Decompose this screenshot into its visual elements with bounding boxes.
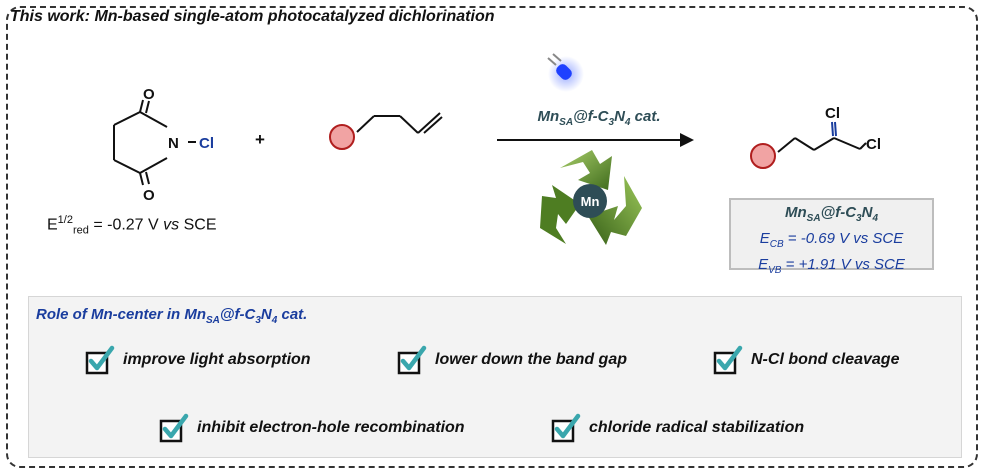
checkbox-checked-icon bbox=[713, 345, 743, 375]
blue-led-icon bbox=[547, 53, 584, 92]
role-panel: Role of Mn-center in MnSA@f-C3N4 cat. im… bbox=[28, 296, 962, 458]
substituent-ball-reactant bbox=[329, 124, 355, 150]
atom-n: N bbox=[168, 135, 179, 152]
plus-sign: + bbox=[255, 130, 265, 149]
atom-cl-ncs: Cl bbox=[199, 135, 214, 152]
dichloride-product bbox=[777, 121, 867, 153]
atom-o-bottom: O bbox=[143, 187, 155, 204]
role-item-label: N-Cl bond cleavage bbox=[751, 351, 900, 368]
catalyst-label: MnSA@f-C3N4 cat. bbox=[537, 108, 661, 128]
substituent-ball-product bbox=[750, 143, 776, 169]
role-item: lower down the band gap bbox=[397, 345, 627, 375]
scheme-title: This work: Mn-based single-atom photocat… bbox=[10, 8, 495, 25]
info-catalyst-name: MnSA@f-C3N4 bbox=[785, 204, 878, 224]
info-evb: EVB = +1.91 V vs SCE bbox=[758, 256, 905, 276]
mn-center-label: Mn bbox=[581, 194, 600, 209]
role-item-label: chloride radical stabilization bbox=[589, 419, 805, 436]
checkbox-checked-icon bbox=[551, 413, 581, 443]
reduction-potential: E1/2red = -0.27 V vs SCE bbox=[47, 214, 217, 237]
role-item-label: lower down the band gap bbox=[435, 351, 627, 368]
scheme-frame bbox=[6, 6, 978, 468]
role-item-label: improve light absorption bbox=[123, 351, 311, 368]
atom-o-top: O bbox=[143, 86, 155, 103]
catalyst-info-box: MnSA@f-C3N4 ECB = -0.69 V vs SCE EVB = +… bbox=[729, 198, 934, 276]
mn-center-circle bbox=[573, 184, 607, 218]
checkbox-checked-icon bbox=[397, 345, 427, 375]
role-item: inhibit electron-hole recombination bbox=[159, 413, 465, 443]
atom-cl-product-right: Cl bbox=[866, 136, 881, 153]
alkene-substrate bbox=[356, 112, 443, 134]
info-ecb: ECB = -0.69 V vs SCE bbox=[759, 230, 904, 250]
role-item: chloride radical stabilization bbox=[551, 413, 804, 443]
checkbox-checked-icon bbox=[159, 413, 189, 443]
role-item-label: inhibit electron-hole recombination bbox=[197, 419, 465, 436]
recycle-icon bbox=[540, 150, 642, 245]
reaction-arrow bbox=[497, 133, 694, 147]
checkbox-checked-icon bbox=[85, 345, 115, 375]
role-item: improve light absorption bbox=[85, 345, 311, 375]
role-title: Role of Mn-center in MnSA@f-C3N4 cat. bbox=[36, 306, 308, 326]
ncs-molecule bbox=[113, 99, 196, 186]
role-item: N-Cl bond cleavage bbox=[713, 345, 899, 375]
atom-cl-product-top: Cl bbox=[825, 105, 840, 122]
